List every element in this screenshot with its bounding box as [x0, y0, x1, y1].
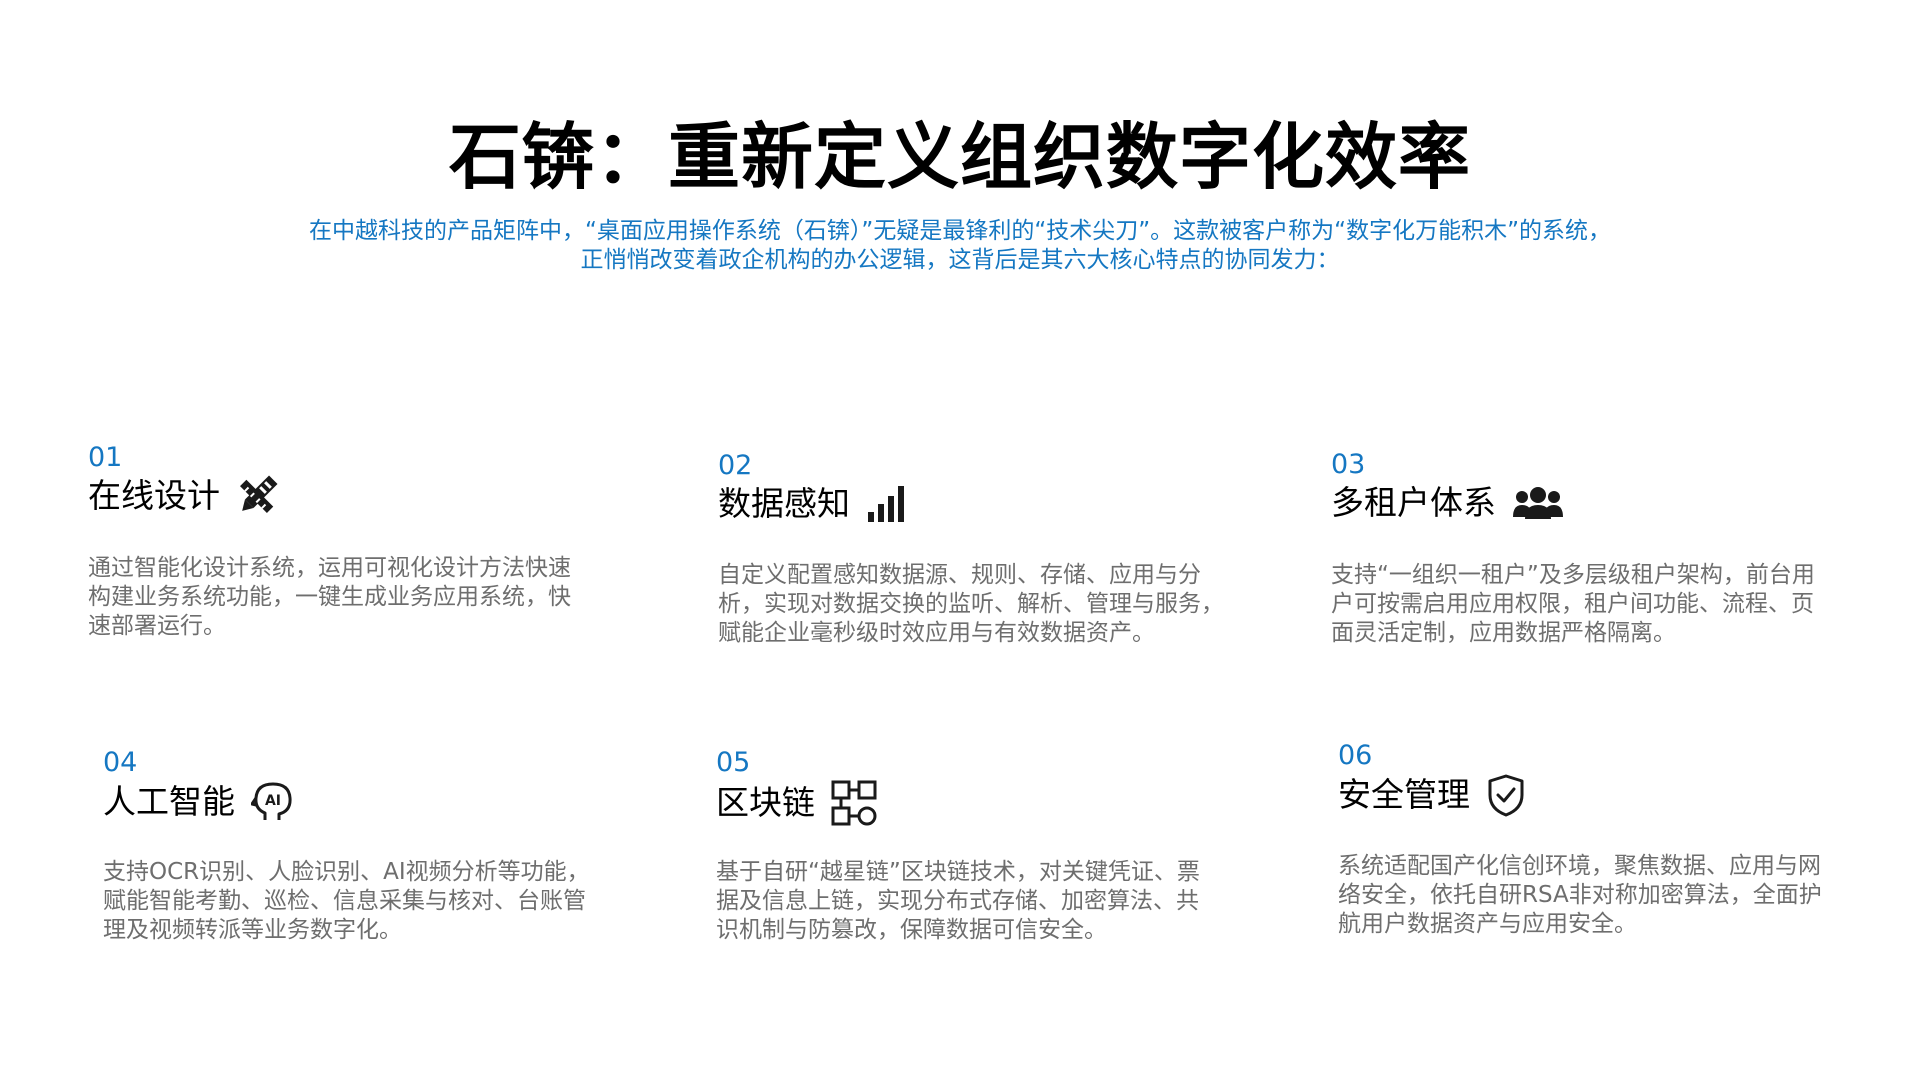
feature-desc-line: 航用户数据资产与应用安全。 — [1338, 911, 1637, 937]
feature-title: 区块链 — [716, 783, 815, 822]
feature-desc-line: 通过智能化设计系统，运用可视化设计方法快速 — [88, 555, 571, 581]
feature-multi-tenant: 03 多租户体系 支持“一组织一租户”及多层级租户架构，前台用 户可按需启用应用… — [1331, 449, 1815, 647]
feature-data-sensing: 02 数据感知 自定义配置感知数据源、规则、存储、应用与分 析，实现对数据交换的… — [718, 450, 1224, 647]
feature-desc-line: 析，实现对数据交换的监听、解析、管理与服务， — [718, 591, 1224, 617]
feature-desc-line: 支持“一组织一租户”及多层级租户架构，前台用 — [1331, 562, 1815, 588]
design-pen-ruler-icon — [236, 475, 278, 517]
feature-title: 数据感知 — [718, 484, 850, 523]
feature-desc-line: 构建业务系统功能，一键生成业务应用系统，快 — [88, 584, 571, 610]
feature-title: 在线设计 — [88, 476, 220, 515]
shield-check-icon — [1486, 773, 1526, 817]
users-group-icon — [1512, 485, 1564, 521]
feature-security: 06 安全管理 系统适配国产化信创环境，聚焦数据、应用与网 络安全，依托自研RS… — [1338, 740, 1822, 938]
blockchain-blocks-icon — [831, 780, 877, 826]
feature-desc-line: 识机制与防篡改，保障数据可信安全。 — [716, 917, 1107, 943]
svg-text:AI: AI — [265, 793, 281, 809]
feature-desc-line: 户可按需启用应用权限，租户间功能、流程、页 — [1331, 591, 1814, 617]
feature-number: 01 — [88, 442, 123, 473]
feature-desc-line: 面灵活定制，应用数据严格隔离。 — [1331, 620, 1676, 646]
feature-desc-line: 络安全，依托自研RSA非对称加密算法，全面护 — [1338, 882, 1822, 908]
feature-desc-line: 赋能智能考勤、巡检、信息采集与核对、台账管 — [103, 888, 586, 914]
feature-desc-line: 赋能企业毫秒级时效应用与有效数据资产。 — [718, 620, 1155, 646]
intro-line-1: 在中越科技的产品矩阵中，“桌面应用操作系统（石锛）”无疑是最锋利的“技术尖刀”。… — [309, 218, 1611, 244]
feature-desc-line: 理及视频转派等业务数字化。 — [103, 917, 402, 943]
ai-head-icon: AI — [250, 780, 295, 824]
feature-online-design: 01 在线设计 通过智能化 — [88, 442, 571, 640]
bar-chart-icon — [866, 484, 910, 524]
feature-number: 03 — [1331, 449, 1366, 480]
feature-title: 多租户体系 — [1331, 483, 1496, 522]
page-title: 石锛：重新定义组织数字化效率 — [448, 115, 1471, 199]
feature-desc-line: 基于自研“越星链”区块链技术，对关键凭证、票 — [716, 859, 1200, 885]
feature-desc-line: 自定义配置感知数据源、规则、存储、应用与分 — [718, 562, 1201, 588]
feature-desc-line: 据及信息上链，实现分布式存储、加密算法、共 — [716, 888, 1199, 914]
feature-blockchain: 05 区块链 基于自研“越星链”区块链技术，对关键凭证、票 据及信息上链，实现分… — [716, 747, 1200, 944]
feature-number: 06 — [1338, 740, 1373, 771]
feature-ai: 04 人工智能 AI 支持OCR识别、人脸识别、AI视频分析等功能， 赋能智能考… — [103, 747, 590, 944]
feature-number: 04 — [103, 747, 138, 778]
feature-desc-line: 支持OCR识别、人脸识别、AI视频分析等功能， — [103, 859, 590, 885]
feature-title: 人工智能 — [103, 782, 235, 821]
feature-desc-line: 系统适配国产化信创环境，聚焦数据、应用与网 — [1338, 853, 1821, 879]
feature-title: 安全管理 — [1338, 775, 1470, 814]
intro-line-2: 正悄悄改变着政企机构的办公逻辑，这背后是其六大核心特点的协同发力： — [580, 247, 1340, 273]
feature-number: 05 — [716, 747, 751, 778]
feature-number: 02 — [718, 450, 753, 481]
feature-desc-line: 速部署运行。 — [88, 613, 226, 639]
